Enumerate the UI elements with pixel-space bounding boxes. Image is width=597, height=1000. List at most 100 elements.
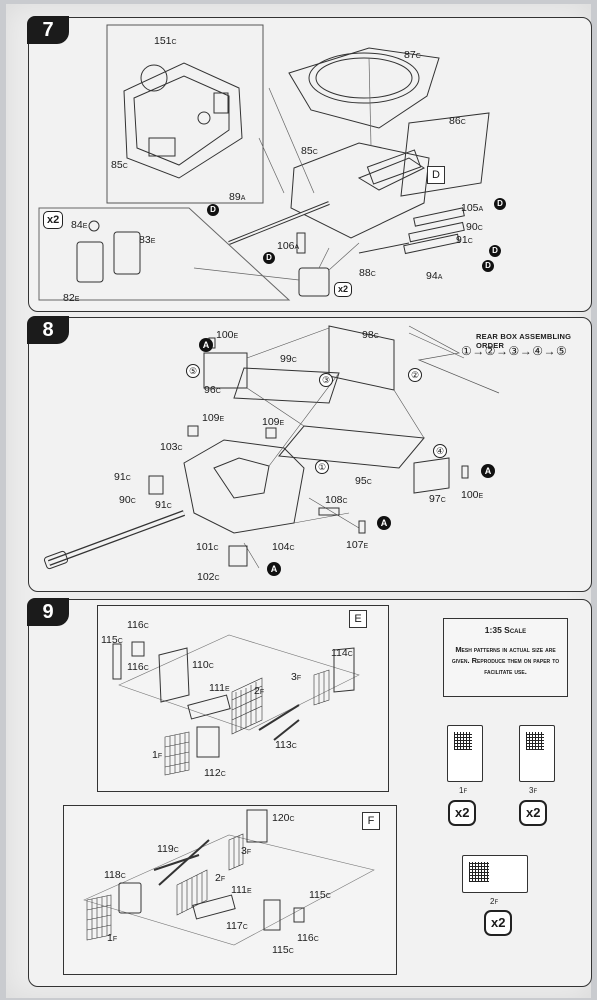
part-label-115c-2: 115C [309,889,331,901]
glue-marker-a: A [199,338,213,352]
part-label-119c: 119C [157,843,179,855]
part-label-107e: 107E [346,539,369,551]
part-label-120c: 120C [272,812,295,824]
order-step-1: ① [315,460,329,474]
part-label-110c: 110C [192,659,214,671]
part-label-103c: 103C [160,441,183,453]
part-label-115c-3: 115C [272,944,294,956]
step-9-drawing [83,634,375,946]
mesh-label-2f: 2F [490,897,499,906]
rear-box-order-sequence: ①→②→③→④→⑤ [461,344,568,358]
part-label-151c: 151C [154,35,177,47]
part-label-105a: 105A [461,202,484,214]
part-label-99c: 99C [280,353,297,365]
step-number: 8 [27,316,69,344]
glue-marker-d: D [482,260,494,272]
step-number: 9 [27,598,69,626]
part-label-115c: 115C [101,634,123,646]
part-label-106a: 106A [277,240,300,252]
part-label-95c: 95C [355,475,372,487]
part-label-3f: 3F [291,671,302,683]
glue-marker-a: A [481,464,495,478]
part-label-109e-2: 109E [262,416,285,428]
scale-note-text: Mesh patterns in actual size are given. … [451,645,560,676]
part-label-87c: 87C [404,49,421,61]
step-9-panel: 9 [27,598,592,987]
mesh-pattern-3f [519,725,555,782]
glue-marker-a: A [377,516,391,530]
subassembly-box-e: E [349,610,367,628]
part-label-83e: 83E [139,234,156,246]
part-label-112c: 112C [204,767,226,779]
part-label-3f-2: 3F [241,845,252,857]
part-label-91c-2: 91C [155,499,172,511]
part-label-2f: 2F [254,685,265,697]
part-label-114c: 114C [331,647,353,659]
order-step-3: ③ [319,373,333,387]
part-label-117c: 117C [226,920,248,932]
part-label-111e-2: 111E [231,884,252,896]
glue-marker-a: A [267,562,281,576]
order-step-4: ④ [433,444,447,458]
scale-note-box: 1:35 Scale Mesh patterns in actual size … [443,618,568,697]
glue-marker-d: D [263,252,275,264]
part-label-86c: 86C [449,115,466,127]
part-label-1f: 1F [152,749,163,761]
step-number: 7 [27,16,69,44]
mesh-pattern-2f [462,855,528,893]
part-label-94a: 94A [426,270,443,282]
part-label-116c-2: 116C [127,661,149,673]
part-label-100e-2: 100E [461,489,484,501]
part-label-108c: 108C [325,494,348,506]
part-label-90c: 90C [466,221,483,233]
part-label-116c-3: 116C [297,932,319,944]
part-label-88c: 88C [359,267,376,279]
subassembly-box-f: F [362,812,380,830]
order-step-5: ⑤ [186,364,200,378]
glue-marker-d: D [207,204,219,216]
step-8-panel: 8 [27,316,592,592]
part-label-1f-2: 1F [107,932,118,944]
mesh-quantity-3f: x2 [519,800,548,826]
mesh-grid-icon [526,732,544,750]
mesh-label-3f: 3F [529,786,538,795]
glue-marker-d: D [494,198,506,210]
part-label-101c: 101C [196,541,219,553]
part-label-116c: 116C [127,619,149,631]
mesh-pattern-1f [447,725,483,782]
quantity-badge-x2-small: x2 [334,282,353,297]
rear-box-order-title: Rear Box Assembling Order [476,332,572,350]
subassembly-box-d: D [427,166,445,184]
part-label-102c: 102C [197,571,220,583]
part-label-111e: 111E [209,682,230,694]
part-label-118c: 118C [104,869,126,881]
scale-title: 1:35 Scale [484,625,527,635]
part-label-100e: 100E [216,329,239,341]
step-8-drawing [43,325,500,570]
step-7-drawing [38,24,490,301]
part-label-91c: 91C [114,471,131,483]
mesh-quantity-1f: x2 [448,800,477,826]
part-label-104c: 104C [272,541,295,553]
part-label-91c: 91C [456,234,473,246]
part-label-2f-2: 2F [215,872,226,884]
step-7-panel: 7 [27,16,592,312]
mesh-grid-icon [469,862,489,882]
part-label-96c: 96C [204,384,221,396]
part-label-85c-main: 85C [301,145,318,157]
mesh-label-1f: 1F [459,786,468,795]
part-label-109e: 109E [202,412,225,424]
part-label-84e: 84E [71,219,88,231]
part-label-97c: 97C [429,493,446,505]
instruction-sheet: 7 [6,4,592,998]
quantity-badge-x2: x2 [43,211,64,229]
part-label-85c: 85C [111,159,128,171]
subassembly-e-frame [97,605,389,792]
part-label-113c: 113C [275,739,297,751]
order-step-2: ② [408,368,422,382]
mesh-grid-icon [454,732,472,750]
part-label-90c: 90C [119,494,136,506]
part-label-89a: 89A [229,191,246,203]
part-label-82e: 82E [63,292,80,304]
part-label-98c: 98C [362,329,379,341]
